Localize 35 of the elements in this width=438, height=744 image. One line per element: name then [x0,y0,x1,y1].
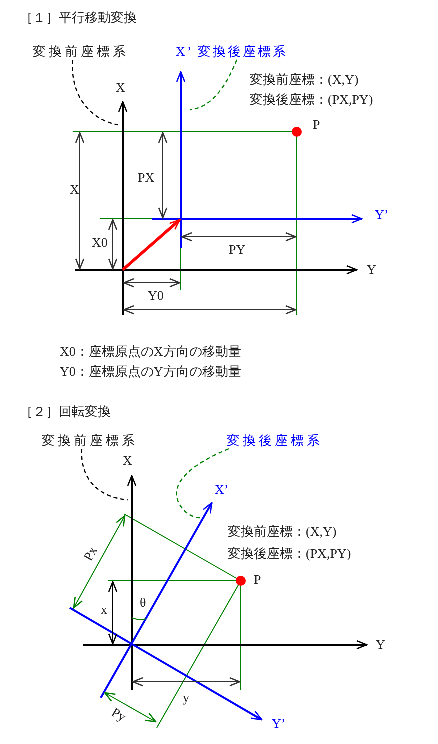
axis-label: X’ [215,482,229,498]
axis-label: X [123,453,132,469]
leader-caption: 変換前座標系 [33,44,129,60]
coordinate-note: 変換前座標：(X,Y) [250,72,359,88]
dimension-label: Y0 [148,288,164,304]
coordinate-note: 変換後座標：(PX,PY) [228,546,352,562]
leader-line [176,448,230,519]
point-label: P [313,117,320,133]
dimension-label: x [101,602,108,618]
leader-caption: 変換後座標系 [227,433,323,449]
dimension-label: Py [108,704,129,726]
leader-line [81,449,128,501]
leader-line [190,60,238,111]
dimension-label: PY [229,242,246,258]
coordinate-note: 変換後座標：(PX,PY) [250,92,374,108]
dimension-label: Px [80,544,102,564]
dimension-label: X0 [92,235,108,251]
leader-caption: 変換前座標系 [42,433,138,449]
coordinate-note: 変換前座標：(X,Y) [228,524,337,540]
note-text: Y0：座標原点のY方向の移動量 [60,364,242,380]
section-heading: ［２］回転変換 [20,404,111,420]
leader-line [72,60,118,126]
angle-label: θ [140,595,146,611]
axis-label: Y [376,637,386,653]
dimension-label: PX [138,170,155,186]
note-text: X0：座標原点のX方向の移動量 [60,344,242,360]
axis-label: Y’ [272,716,286,732]
dimension-label: X [70,182,80,198]
axis-label: X [116,80,126,96]
axis-label: Y [367,262,376,278]
dimension-label: y [183,690,190,706]
axis-label: Y’ [375,207,389,223]
section-heading: ［１］平行移動変換 [20,10,137,26]
point-label: P [254,572,262,588]
leader-caption: X’ 変換後座標系 [176,44,288,60]
